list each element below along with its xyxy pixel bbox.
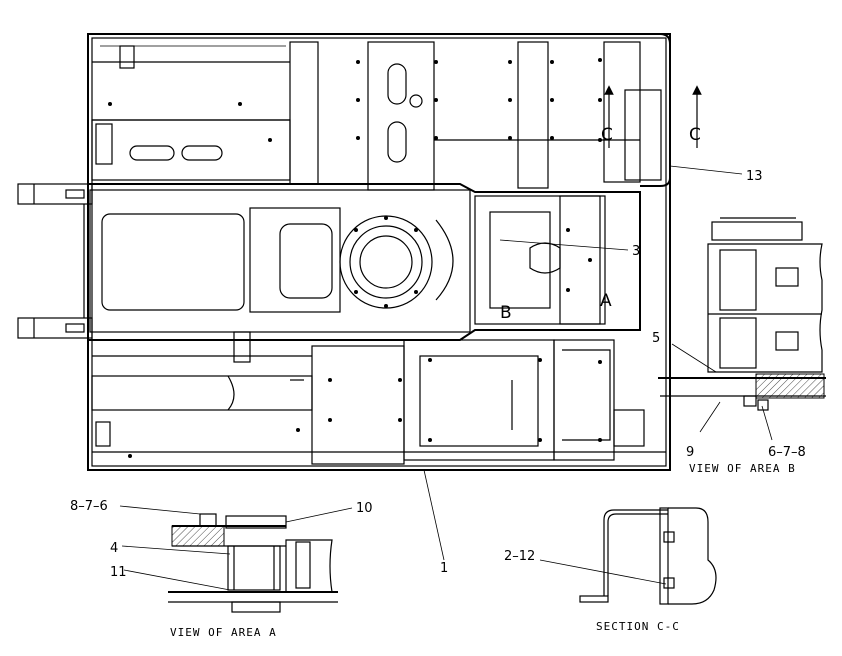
area-a-marker: A xyxy=(600,291,612,311)
callout-8-7-6: 8–7–6 xyxy=(70,499,108,514)
callout-3: 3 xyxy=(632,244,640,259)
main-frame-assembly: C C B A xyxy=(17,33,702,471)
section-marker-right: C xyxy=(689,125,701,145)
left-arm-lower xyxy=(17,317,93,339)
caption-view-area-a: VIEW OF AREA A xyxy=(170,626,277,639)
caption-section-c-c: SECTION C-C xyxy=(596,620,680,633)
callout-4: 4 xyxy=(110,541,118,556)
section-marker-left: C xyxy=(601,125,613,145)
view-of-area-b xyxy=(658,217,826,411)
main-beam xyxy=(88,183,641,341)
callout-5: 5 xyxy=(652,331,660,346)
callout-1: 1 xyxy=(440,561,448,576)
callout-6-7-8: 6–7–8 xyxy=(768,445,806,460)
rear-cover xyxy=(640,33,671,187)
callout-10: 10 xyxy=(356,501,373,516)
left-arm-upper xyxy=(17,183,93,205)
view-of-area-a xyxy=(168,513,338,613)
bolt-dots xyxy=(108,58,602,458)
area-b-marker: B xyxy=(500,303,512,323)
frame-outline xyxy=(87,33,671,471)
callout-13: 13 xyxy=(746,169,763,184)
turntable-ring xyxy=(339,215,433,309)
caption-view-area-b: VIEW OF AREA B xyxy=(689,462,796,475)
section-c-c xyxy=(579,507,717,605)
callout-9: 9 xyxy=(686,445,694,460)
callout-2-12: 2–12 xyxy=(504,549,535,564)
callout-11: 11 xyxy=(110,565,127,580)
